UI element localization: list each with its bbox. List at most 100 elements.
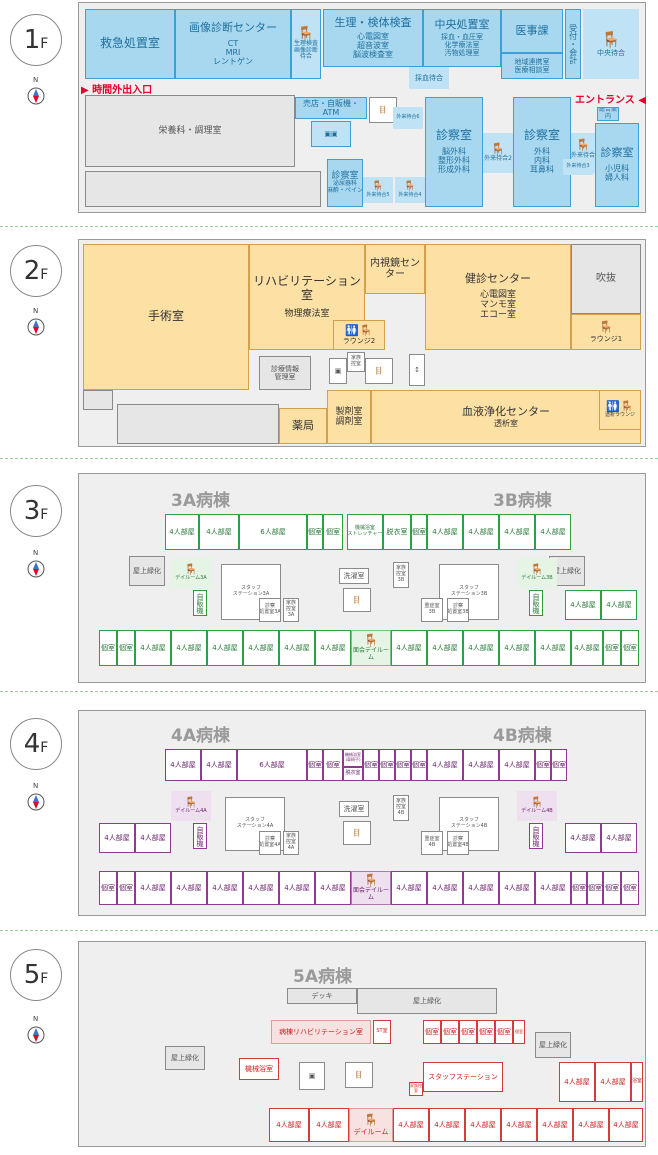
room-5-single-1: 個室 xyxy=(423,1020,441,1044)
compass-north: N xyxy=(33,1015,39,1023)
room-4a-single-1: 個室 xyxy=(307,749,323,781)
separator xyxy=(0,930,658,931)
separator xyxy=(0,458,658,459)
room-4b-4bed-b4: 4人部屋 xyxy=(499,871,535,905)
dayroom-3: 🪑面会デイルーム xyxy=(351,630,391,666)
roof-green-3a: 屋上緑化 xyxy=(129,556,165,586)
collect-waiting: 採血待合 xyxy=(409,67,449,89)
waiting-3: 外来待合3 xyxy=(563,159,593,175)
room-surgery: 手術室 xyxy=(83,244,249,390)
room-3a-4bed-b6: 4人部屋 xyxy=(315,630,351,666)
room-4a-4bed-m2: 4人部屋 xyxy=(135,823,171,853)
family-4b: 家族 控室 4B xyxy=(393,795,409,821)
room-3a-4bed-b4: 4人部屋 xyxy=(243,630,279,666)
deck-5: デッキ xyxy=(287,988,357,1004)
room-4a-4bed-b3: 4人部屋 xyxy=(207,871,243,905)
room-3b-4bed-b1: 4人部屋 xyxy=(391,630,427,666)
station-5[interactable]: スタッフステーション xyxy=(423,1062,503,1092)
room-4a-4bed-b4: 4人部屋 xyxy=(243,871,279,905)
room-4a-4bed-b1: 4人部屋 xyxy=(135,871,171,905)
vending-4a: 自販機 xyxy=(193,823,207,849)
waiting-5: 🪑外来待合5 xyxy=(363,177,393,203)
plan-5f: 5A病棟 デッキ 屋上緑化 病棟リハビリテーション室 ST室 個室 個室 個室 … xyxy=(78,941,646,1147)
main-entrance[interactable]: エントランス ◀ xyxy=(575,95,646,106)
roof-green-5-right: 屋上緑化 xyxy=(535,1032,571,1058)
room-5-single-4: 個室 xyxy=(477,1020,495,1044)
room-3a-4bed-b1: 4人部屋 xyxy=(135,630,171,666)
room-3a-4bed-2: 4人部屋 xyxy=(199,514,239,550)
separator xyxy=(0,691,658,692)
general-info: 総合案内 xyxy=(597,107,619,121)
wash-3: 洗濯室 xyxy=(339,568,369,584)
room-4a-4bed-b2: 4人部屋 xyxy=(171,871,207,905)
room-5-4bed-b4: 4人部屋 xyxy=(429,1108,465,1142)
room-4a-4bed-b6: 4人部屋 xyxy=(315,871,351,905)
separator xyxy=(0,226,658,227)
room-5-4bed-b9: 4人部屋 xyxy=(609,1108,643,1142)
dialysis-lounge: 🚻🪑透析ラウンジ xyxy=(599,390,641,430)
vending-4b: 自販機 xyxy=(529,823,543,849)
room-regional: 地域連携室 医療相談室 xyxy=(501,53,563,79)
room-4b-4bed-b5: 4人部屋 xyxy=(535,871,571,905)
room-3b-single-b1: 個室 xyxy=(603,630,621,666)
room-5-4bed-b6: 4人部屋 xyxy=(501,1108,537,1142)
room-corridor-2f xyxy=(83,390,113,410)
room-3b-single-1: 個室 xyxy=(411,514,427,550)
room-3b-4bed-4: 4人部屋 xyxy=(535,514,571,550)
room-3b-4bed-b5: 4人部屋 xyxy=(535,630,571,666)
room-4b-4bed-b2: 4人部屋 xyxy=(427,871,463,905)
compass-north: N xyxy=(33,549,39,557)
room-4a-4bed-2: 4人部屋 xyxy=(201,749,237,781)
waiting-imaging: 🪑生理検査 画像診断 待合 xyxy=(291,9,321,79)
room-4b-single-b4: 個室 xyxy=(621,871,639,905)
dayroom-4a: 🪑デイルーム4A xyxy=(171,791,211,821)
compass-icon xyxy=(27,1026,45,1044)
room-exam-b: 診察室外科 内科 耳鼻科 xyxy=(513,97,571,207)
treat-4b: 重症室 4B xyxy=(421,831,443,855)
vending-3a: 自販機 xyxy=(193,590,207,616)
room-3-dehydration: 脱衣室 xyxy=(383,514,411,550)
room-emergency: 救急処置室 xyxy=(85,9,175,79)
room-ward-rehab: 病棟リハビリテーション室 xyxy=(271,1020,371,1044)
room-5-4bed-b2: 4人部屋 xyxy=(309,1108,349,1142)
room-4b-single-2: 個室 xyxy=(379,749,395,781)
room-storage-2f xyxy=(117,404,279,444)
room-4b-4bed-2: 4人部屋 xyxy=(463,749,499,781)
stairs-5: 🪜 xyxy=(345,1062,373,1088)
room-3a-6bed: 6人部屋 xyxy=(239,514,307,550)
room-4b-4bed-m2: 4人部屋 xyxy=(601,823,637,853)
room-exam-a: 診察室脳外科 整形外科 形成外科 xyxy=(425,97,483,207)
room-endoscopy: 内視鏡センター xyxy=(365,244,425,294)
dayroom-5: 🪑デイルーム xyxy=(349,1108,393,1142)
family-5: 家族控室 xyxy=(409,1082,423,1096)
dayroom-4b: 🪑デイルーム4B xyxy=(517,791,557,821)
dayroom-4: 🪑面会デイルーム xyxy=(351,871,391,905)
room-3a-4bed-1: 4人部屋 xyxy=(165,514,199,550)
after-hours-entrance[interactable]: ▶ 時間外出入口 xyxy=(81,85,153,96)
compass-icon xyxy=(27,87,45,105)
compass-icon xyxy=(27,318,45,336)
room-3b-4bed-2: 4人部屋 xyxy=(463,514,499,550)
room-4b-single-5: 個室 xyxy=(535,749,551,781)
lounge1: 🪑ラウンジ1 xyxy=(571,314,641,350)
room-3b-4bed-6: 4人部屋 xyxy=(601,590,637,620)
room-4b-4bed-b1: 4人部屋 xyxy=(391,871,427,905)
family-3b: 家族 控室 3B xyxy=(393,562,409,588)
room-physio: 生理・検体検査心電図室 超音波室 脳波検査室 xyxy=(323,9,423,67)
room-5-4bed-b8: 4人部屋 xyxy=(573,1108,609,1142)
room-3b-single-b2: 個室 xyxy=(621,630,639,666)
room-5-single-5: 個室 xyxy=(495,1020,513,1044)
family-4a: 家族 控室 4A xyxy=(283,831,299,855)
compass-icon xyxy=(27,793,45,811)
room-3a-single-b2: 個室 xyxy=(117,630,135,666)
room-4b-single-1: 個室 xyxy=(363,749,379,781)
station-3a[interactable]: スタッフ ステーション3A xyxy=(221,564,281,620)
elevator-2f: ▣ xyxy=(329,358,347,384)
room-3b-4bed-b6: 4人部屋 xyxy=(571,630,603,666)
reception: 受付・会計 xyxy=(565,9,581,79)
